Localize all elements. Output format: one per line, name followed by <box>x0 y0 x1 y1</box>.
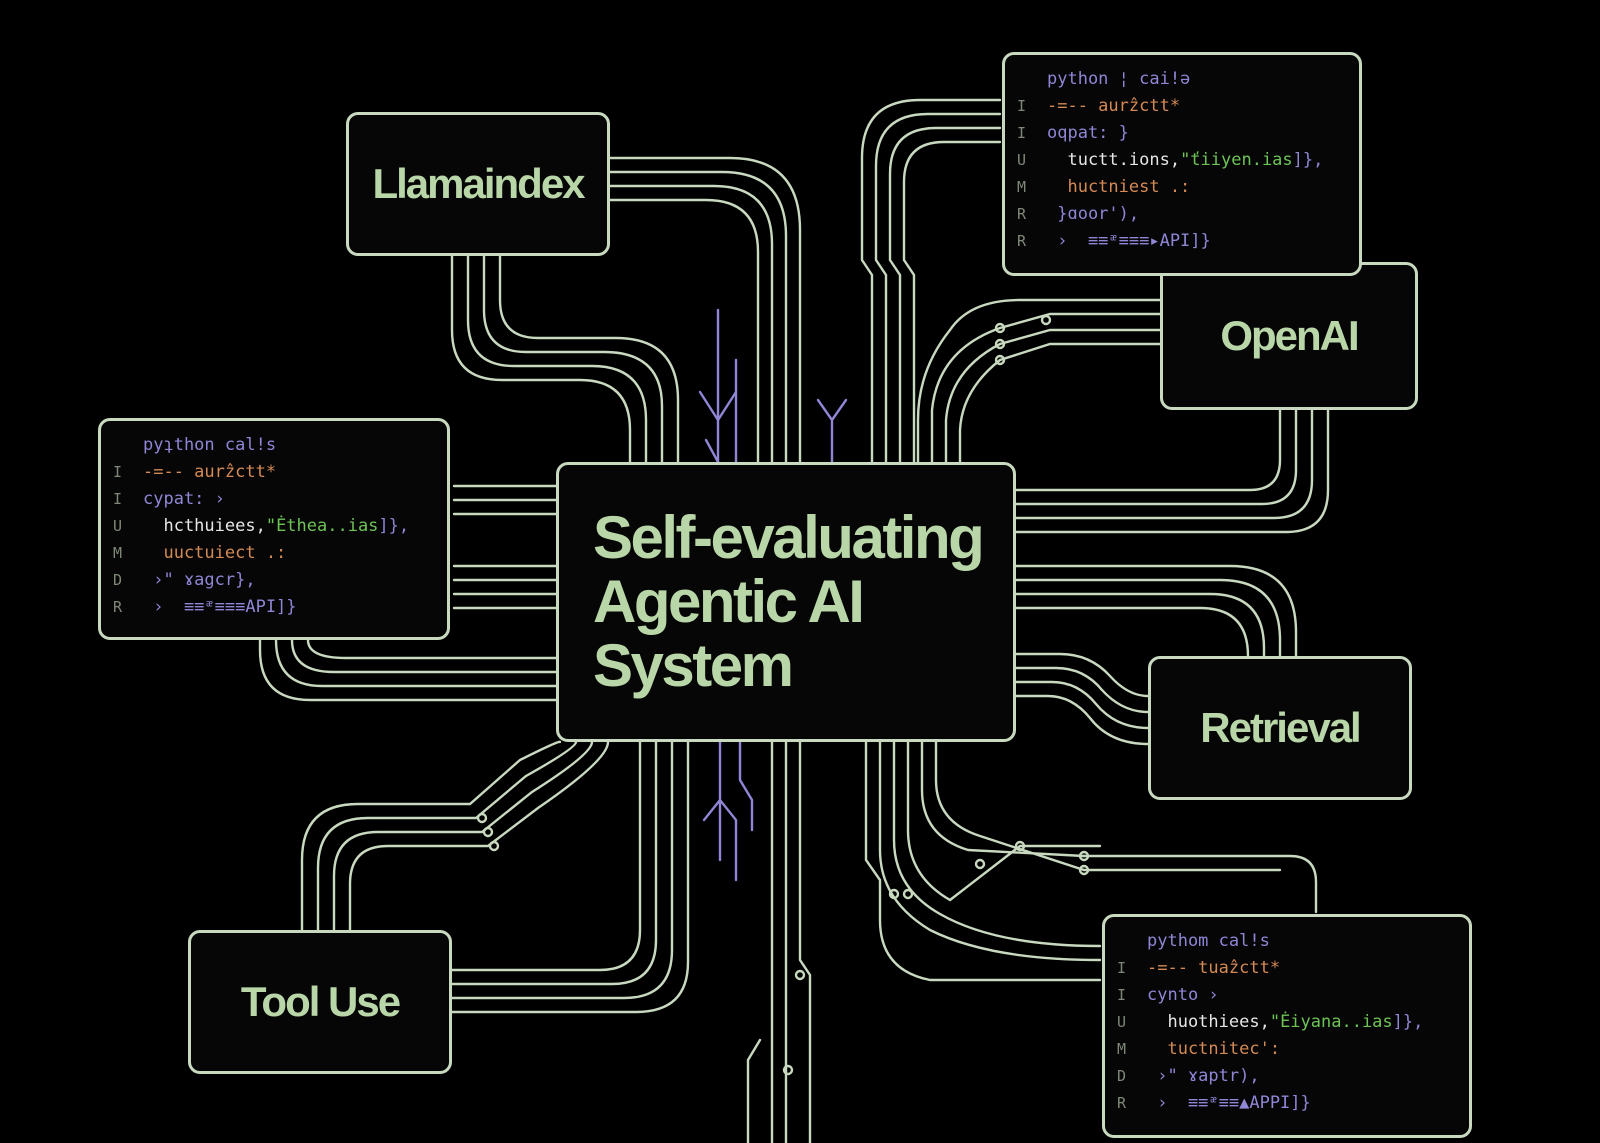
code-token: ›" ɤagcr}, <box>143 569 256 590</box>
tool-use-node: Tool Use <box>188 930 452 1074</box>
code-gutter-mark: I <box>113 489 123 508</box>
code-token: python ¦ cai!ə <box>1047 68 1191 89</box>
llamaindex-node: Llamaindex <box>346 112 610 256</box>
code-token: huctniest .: <box>1047 176 1191 197</box>
code-token: ]}, <box>1292 149 1324 170</box>
code-token: "ťiiyen.ias <box>1180 149 1293 170</box>
code-line: I -=-- tuaẑctt* <box>1117 954 1457 981</box>
code-token: ]}, <box>378 515 410 536</box>
code-token: cynto › <box>1147 984 1219 1005</box>
code-line: R › ≡≡ᵆ≡≡≡API]} <box>113 593 435 620</box>
code-line: U hcthuiees,"Ėthea..ias]}, <box>113 512 435 539</box>
code-line: pythom cal!s <box>1117 927 1457 954</box>
openai-node: OpenAI <box>1160 262 1418 410</box>
code-line: I -=-- aurẑctt* <box>1017 92 1347 119</box>
code-gutter-mark: I <box>1017 123 1027 142</box>
code-line: D ›" ɤagcr}, <box>113 566 435 593</box>
code-line: U tuctt.ions,"ťiiyen.ias]}, <box>1017 146 1347 173</box>
code-line: M uuctuiect .: <box>113 539 435 566</box>
center-node-label: Self-evaluating Agentic AI System <box>593 504 985 699</box>
code-token: }ɑoor'), <box>1047 203 1140 224</box>
code-line: R › ≡≡ᵆ≡≡≡▸API]} <box>1017 227 1347 254</box>
code-gutter-mark: U <box>1017 150 1027 169</box>
code-token: ]}, <box>1392 1011 1424 1032</box>
code-token: "Ėthea..ias <box>265 515 379 536</box>
code-line: python ¦ cai!ə <box>1017 65 1347 92</box>
code-line: M tuctnitec': <box>1117 1035 1457 1062</box>
code-line: D ›" ɤaptr), <box>1117 1062 1457 1089</box>
code-token: › ≡≡ᵆ≡≡▲APPI]} <box>1147 1092 1311 1113</box>
code-token: oqpat: } <box>1047 122 1129 143</box>
llamaindex-label: Llamaindex <box>372 160 585 207</box>
code-token: › ≡≡ᵆ≡≡≡API]} <box>143 596 297 617</box>
code-token: "Ėiyana..ias <box>1269 1011 1393 1032</box>
code-token: -=-- aurẑctt* <box>1047 95 1181 116</box>
code-token: cypat: › <box>143 488 225 509</box>
code-token: tuctt.ions, <box>1047 149 1181 170</box>
code-gutter-mark: M <box>113 543 123 562</box>
code-gutter-mark: D <box>1117 1066 1127 1085</box>
code-line: U huothiees,"Ėiyana..ias]}, <box>1117 1008 1457 1035</box>
code-gutter-mark: U <box>113 516 123 535</box>
code-gutter-mark: R <box>1017 231 1027 250</box>
code-gutter-mark: M <box>1117 1039 1127 1058</box>
code-line: M huctniest .: <box>1017 173 1347 200</box>
code-token: -=-- aurẑctt* <box>143 461 277 482</box>
code-token: hcthuiees, <box>143 515 266 536</box>
code-token: tuctnitec': <box>1147 1038 1281 1059</box>
code-gutter-mark: I <box>1117 958 1127 977</box>
code-gutter-mark: R <box>113 597 123 616</box>
code-gutter-mark: I <box>1117 985 1127 1004</box>
code-gutter-mark: R <box>1117 1093 1127 1112</box>
code-gutter-mark: I <box>113 462 123 481</box>
code-token: uuctuiect .: <box>143 542 287 563</box>
code-line: I -=-- aurẑctt* <box>113 458 435 485</box>
code-gutter-mark: U <box>1117 1012 1127 1031</box>
code-line: R › ≡≡ᵆ≡≡▲APPI]} <box>1117 1089 1457 1116</box>
retrieval-label: Retrieval <box>1200 704 1361 751</box>
code-token: ›" ɤaptr), <box>1147 1065 1260 1086</box>
code-token: pythom cal!s <box>1147 930 1270 951</box>
code-line: R }ɑoor'), <box>1017 200 1347 227</box>
retrieval-node: Retrieval <box>1148 656 1412 800</box>
code-gutter-mark: I <box>1017 96 1027 115</box>
code-token: huothiees, <box>1147 1011 1270 1032</box>
code-gutter-mark: M <box>1017 177 1027 196</box>
code-token: › ≡≡ᵆ≡≡≡▸API]} <box>1047 230 1211 251</box>
code-token: -=-- tuaẑctt* <box>1147 957 1281 978</box>
code-line: pyʇthon cal!s <box>113 431 435 458</box>
center-node: Self-evaluating Agentic AI System <box>556 462 1016 742</box>
code-token: pyʇthon cal!s <box>143 434 277 455</box>
code-gutter-mark: D <box>113 570 123 589</box>
code-gutter-mark: R <box>1017 204 1027 223</box>
openai-label: OpenAI <box>1220 312 1359 359</box>
tool-use-label: Tool Use <box>240 978 401 1025</box>
